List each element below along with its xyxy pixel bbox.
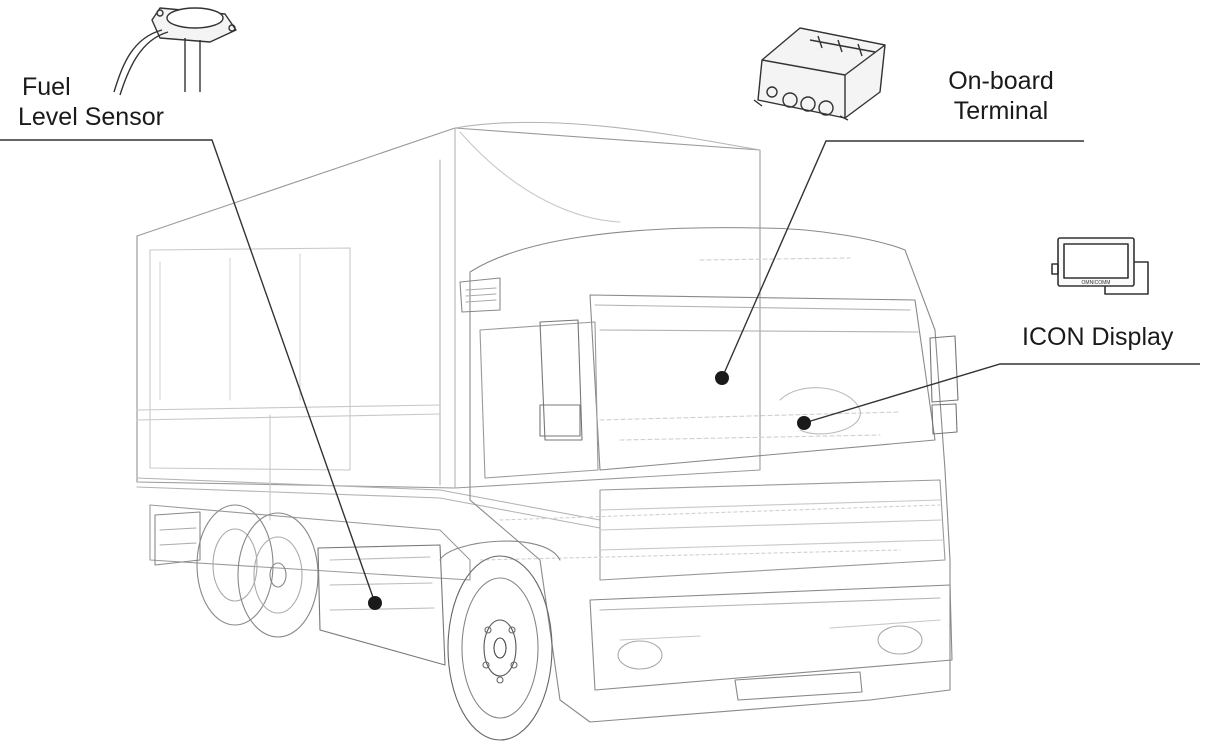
onboard-terminal-marker — [715, 371, 729, 385]
icon-display-leader — [803, 363, 1200, 424]
front-wheel — [447, 555, 553, 741]
fuel-sensor-leader — [0, 139, 376, 604]
rear-wheel-2 — [237, 512, 319, 638]
truck-cab — [469, 227, 951, 723]
chassis — [149, 504, 471, 581]
fuel-level-sensor-label-line1: Fuel — [22, 73, 71, 101]
truck-drawing — [136, 121, 959, 741]
icon-display-device-icon: OMNICOMM — [1051, 237, 1149, 295]
fuel-level-sensor-label: Fuel Level Sensor — [18, 72, 164, 132]
fuel-tank — [317, 544, 446, 666]
front-grille — [599, 479, 946, 581]
callout-leaders — [0, 139, 1200, 604]
fuel-level-sensor-label-line2: Level Sensor — [18, 103, 164, 131]
icon-display-label: ICON Display — [1022, 322, 1173, 352]
onboard-terminal-label: On-board Terminal — [938, 66, 1064, 126]
onboard-terminal-leader — [721, 140, 1084, 379]
onboard-terminal-icon — [753, 27, 886, 121]
onboard-terminal-label-line2: Terminal — [953, 97, 1049, 125]
callout-markers — [368, 371, 811, 610]
icon-display-marker — [797, 416, 811, 430]
icon-display-label-text: ICON Display — [1022, 323, 1174, 351]
onboard-terminal-label-line1: On-board — [948, 67, 1054, 95]
fuel-sensor-marker — [368, 596, 382, 610]
fuel-level-sensor-icon — [113, 7, 237, 96]
display-brand-text: OMNICOMM — [1082, 280, 1111, 286]
